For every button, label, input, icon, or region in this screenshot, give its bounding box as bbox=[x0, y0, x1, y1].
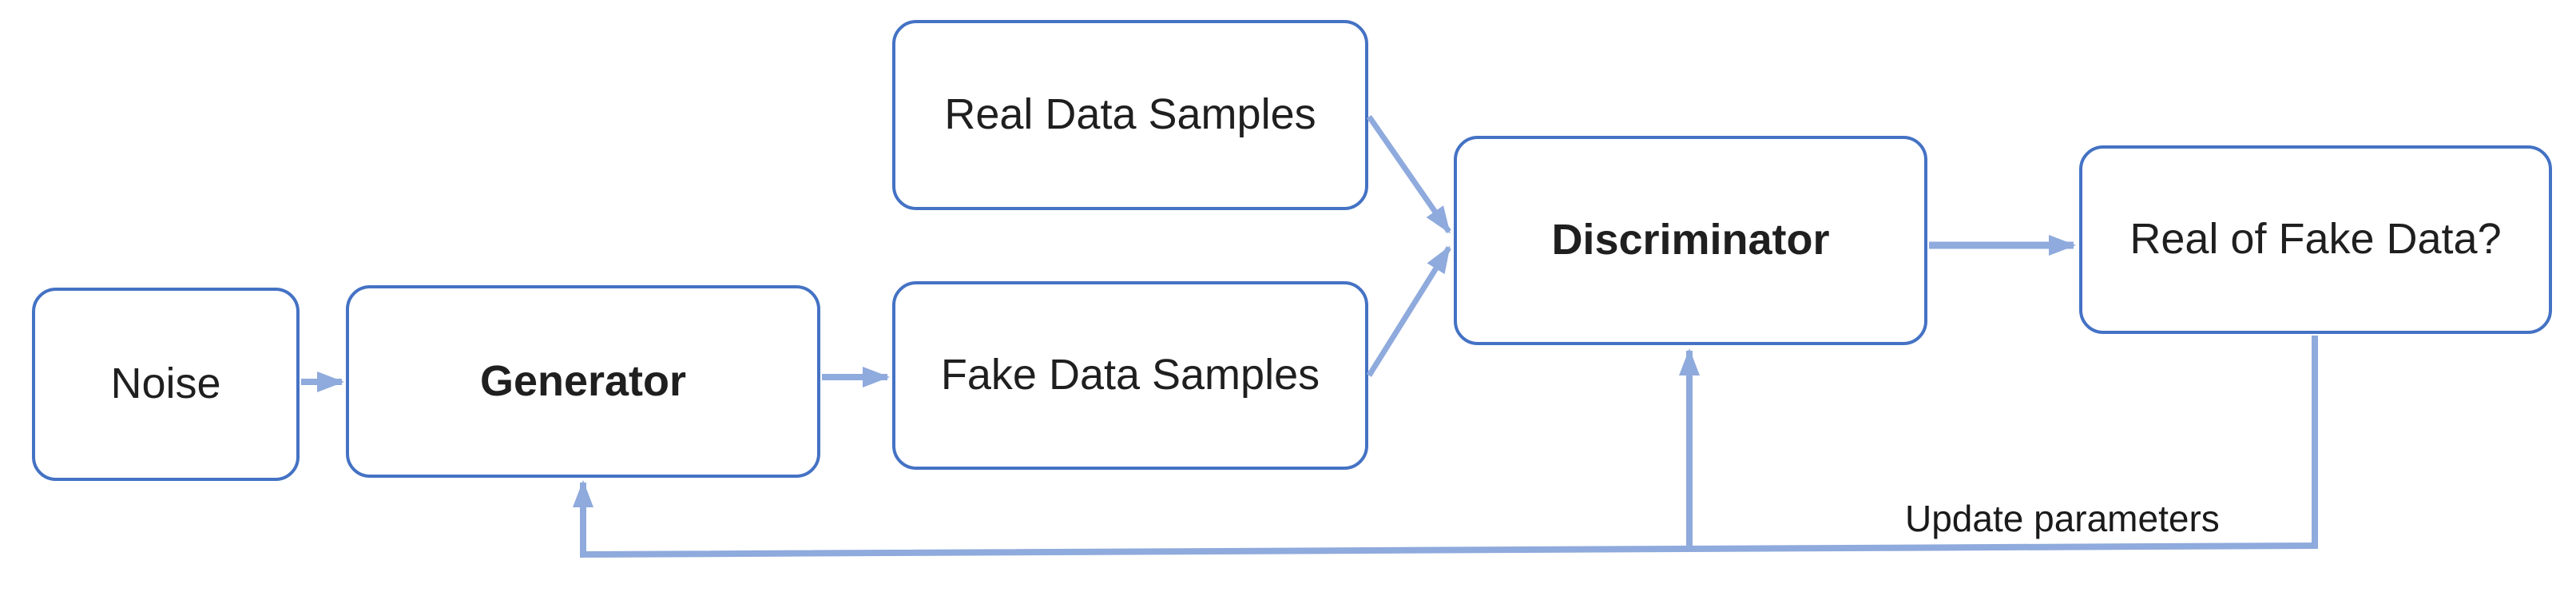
feedback-label: Update parameters bbox=[1905, 498, 2220, 539]
node-fake-data-samples: Fake Data Samples bbox=[892, 281, 1368, 470]
node-noise-label: Noise bbox=[110, 360, 221, 408]
node-real-of-fake-data-label: Real of Fake Data? bbox=[2129, 215, 2502, 264]
node-real-data-samples: Real Data Samples bbox=[892, 20, 1368, 210]
edge-fake-data-discriminator bbox=[1367, 245, 1451, 377]
edge-real-data-discriminator bbox=[1367, 115, 1451, 234]
node-generator: Generator bbox=[346, 285, 820, 478]
node-generator-label: Generator bbox=[479, 356, 687, 405]
node-discriminator: Discriminator bbox=[1454, 136, 1927, 345]
node-real-of-fake-data: Real of Fake Data? bbox=[2079, 145, 2552, 334]
node-noise: Noise bbox=[32, 288, 300, 481]
node-discriminator-label: Discriminator bbox=[1551, 216, 1830, 264]
node-real-data-samples-label: Real Data Samples bbox=[944, 90, 1316, 139]
node-fake-data-samples-label: Fake Data Samples bbox=[940, 351, 1320, 399]
